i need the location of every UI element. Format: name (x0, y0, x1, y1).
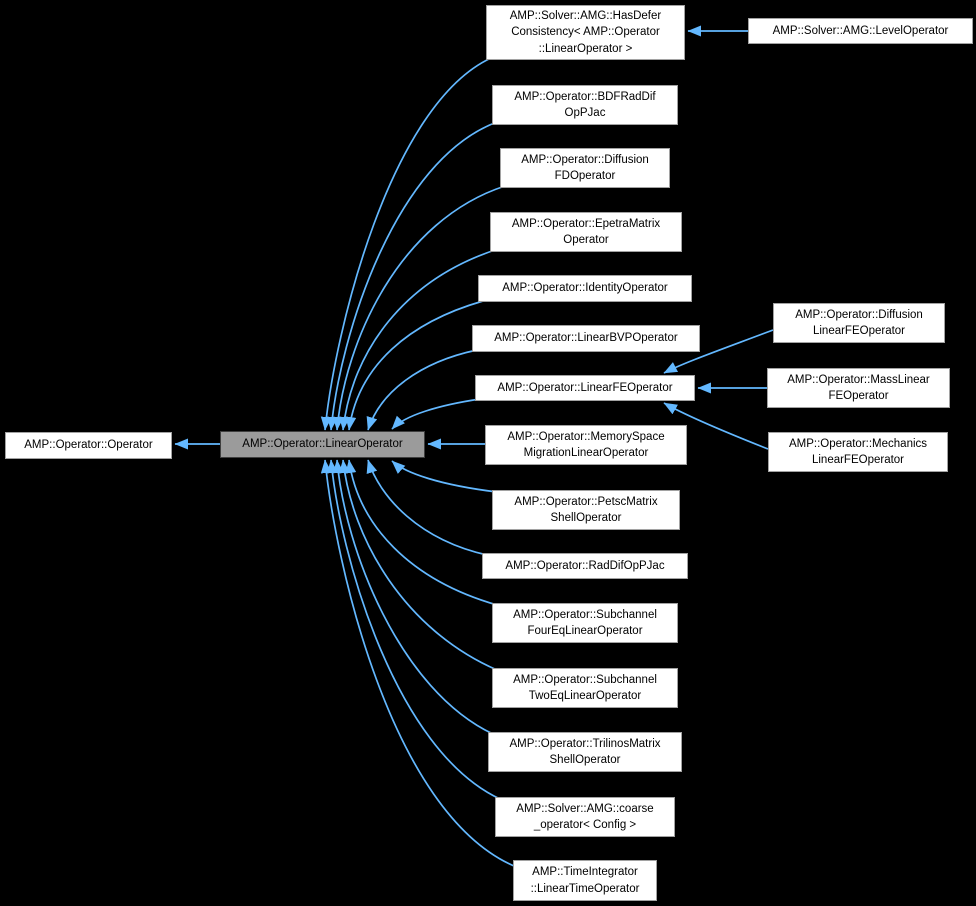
node-amp-operator-linearbvpoperator[interactable]: AMP::Operator::LinearBVPOperator (472, 325, 700, 352)
node-amp-operator-mechanicslinearfeoperator[interactable]: AMP::Operator::Mechanics LinearFEOperato… (768, 432, 948, 472)
edge-linearfe-to-linearoperator (391, 398, 481, 430)
node-amp-timeintegrator-lineartimeoperator[interactable]: AMP::TimeIntegrator ::LinearTimeOperator (513, 860, 657, 901)
node-amp-operator-petscmatrixshelloperator[interactable]: AMP::Operator::PetscMatrix ShellOperator (492, 490, 680, 530)
edge-petscmatrix-to-linearoperator (391, 460, 498, 493)
edge-diffusionlinfe-to-linearfe (663, 329, 774, 374)
node-amp-operator-epetramatrixoperator[interactable]: AMP::Operator::EpetraMatrix Operator (490, 212, 682, 252)
node-amp-operator-subchanneltwoeqlinearoperator[interactable]: AMP::Operator::Subchannel TwoEqLinearOpe… (492, 668, 678, 708)
edge-coarseoperator-to-linearoperator (326, 459, 501, 800)
node-amp-operator-linearoperator[interactable]: AMP::Operator::LinearOperator (220, 431, 425, 458)
node-amp-operator-bdfraddifoppjac[interactable]: AMP::Operator::BDFRadDif OpPJac (492, 85, 678, 125)
node-amp-operator-diffusionfdoperator[interactable]: AMP::Operator::Diffusion FDOperator (500, 148, 670, 188)
node-amp-solver-amg-leveloperator[interactable]: AMP::Solver::AMG::LevelOperator (748, 18, 973, 44)
edge-raddifoppjac-to-linearoperator (366, 459, 488, 556)
edge-subchanneltwo-to-linearoperator (338, 459, 498, 671)
node-amp-operator-diffusionlinearfeoperator[interactable]: AMP::Operator::Diffusion LinearFEOperato… (773, 303, 945, 343)
edge-subchannelfour-to-linearoperator (345, 459, 498, 606)
node-amp-solver-amg-hasdeferconsistency[interactable]: AMP::Solver::AMG::HasDefer Consistency< … (486, 5, 685, 60)
node-amp-operator-raddifoppjac[interactable]: AMP::Operator::RadDifOpPJac (482, 553, 688, 579)
node-amp-operator-identityoperator[interactable]: AMP::Operator::IdentityOperator (478, 275, 692, 302)
node-amp-operator-masslinearfeoperator[interactable]: AMP::Operator::MassLinear FEOperator (767, 368, 950, 408)
edge-identity-to-linearoperator (345, 300, 484, 431)
edge-linearbvp-to-linearoperator (366, 349, 478, 431)
node-amp-operator-subchannelfoureqlinearoperator[interactable]: AMP::Operator::Subchannel FourEqLinearOp… (492, 603, 678, 643)
edge-hasdefer-to-linearoperator (320, 57, 492, 431)
edge-trilinosmatrix-to-linearoperator (332, 459, 494, 735)
node-amp-operator-operator[interactable]: AMP::Operator::Operator (5, 432, 172, 459)
node-amp-operator-memoryspacemigrationlinearoperator[interactable]: AMP::Operator::MemorySpace MigrationLine… (485, 425, 687, 465)
edge-epetramatrix-to-linearoperator (338, 249, 496, 431)
node-amp-operator-linearfeoperator[interactable]: AMP::Operator::LinearFEOperator (475, 375, 695, 401)
edge-lineartime-to-linearoperator (320, 459, 515, 867)
node-amp-operator-trilinosmatrixshelloperator[interactable]: AMP::Operator::TrilinosMatrix ShellOpera… (488, 732, 682, 772)
edge-mechanicslinfe-to-linearfe (663, 402, 769, 450)
edge-bdfraddif-to-linearoperator (326, 121, 498, 431)
edge-diffusionfd-to-linearoperator (332, 185, 506, 431)
node-amp-solver-amg-coarse-operator[interactable]: AMP::Solver::AMG::coarse _operator< Conf… (495, 797, 675, 837)
